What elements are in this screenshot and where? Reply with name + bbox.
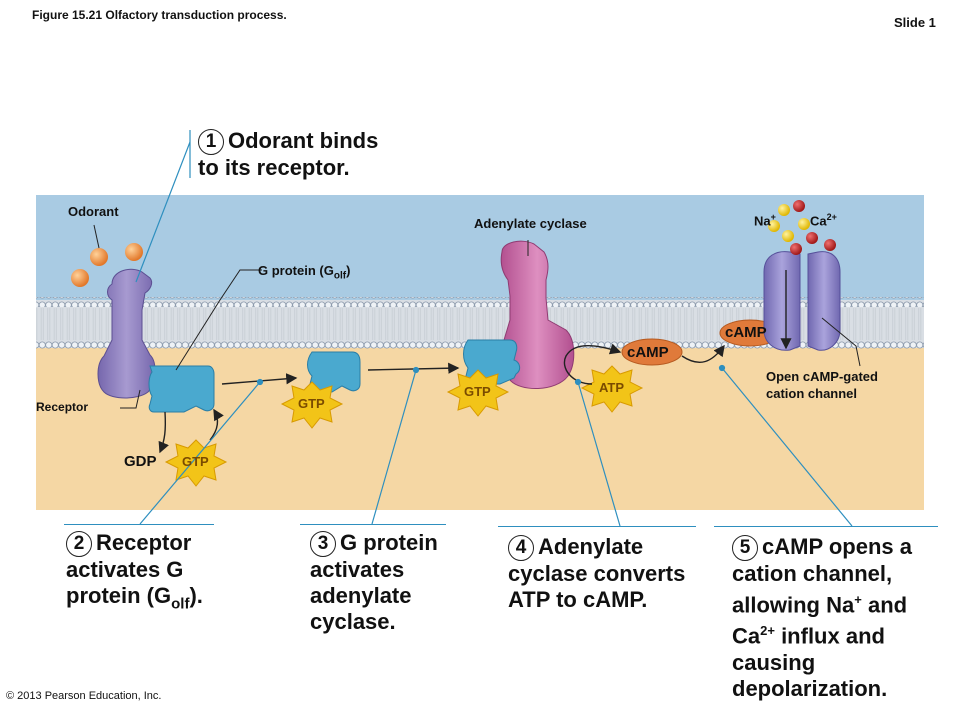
g-protein-label: G protein (Golf) bbox=[258, 263, 351, 282]
step-2-number: 2 bbox=[66, 531, 92, 557]
camp-label-1: cAMP bbox=[627, 344, 669, 361]
atp-badge-star bbox=[580, 365, 644, 413]
step-4-rule bbox=[498, 526, 696, 527]
step-3-rule bbox=[300, 524, 446, 525]
gtp-badge-cyclase-star bbox=[446, 369, 510, 417]
slide-label: Slide 1 bbox=[894, 15, 936, 30]
adenylate-cyclase-label: Adenylate cyclase bbox=[474, 216, 587, 231]
gtp-badge-free: GTP bbox=[182, 454, 209, 469]
step-2-rule bbox=[64, 524, 214, 525]
gtp-badge-cyclase: GTP bbox=[464, 384, 491, 399]
copyright: © 2013 Pearson Education, Inc. bbox=[6, 690, 162, 702]
atp-badge: ATP bbox=[599, 380, 625, 395]
receptor-label: Receptor bbox=[36, 400, 89, 414]
odorant-receptor bbox=[97, 268, 156, 399]
step-3-number: 3 bbox=[310, 531, 336, 557]
adenylate-cyclase bbox=[500, 240, 575, 390]
step-5-rule bbox=[714, 526, 938, 527]
gtp-badge-free-star bbox=[164, 439, 228, 487]
g-protein-at-receptor bbox=[148, 365, 215, 413]
gtp-badge-bound: GTP bbox=[298, 396, 325, 411]
camp-label-2: cAMP bbox=[725, 324, 767, 341]
channel-label: Open cAMP-gated cation channel bbox=[766, 369, 878, 401]
calcium-ion-label: Ca2+ bbox=[810, 212, 837, 229]
odorant-label: Odorant bbox=[68, 204, 119, 219]
camp-gated-channel bbox=[763, 251, 801, 351]
g-protein-free bbox=[307, 351, 361, 393]
step-4-number: 4 bbox=[508, 535, 534, 561]
camp-oval-1 bbox=[621, 338, 683, 366]
gtp-badge-bound-star bbox=[280, 381, 344, 429]
step-5-number: 5 bbox=[732, 535, 758, 561]
sodium-ion-label: Na+ bbox=[754, 212, 776, 229]
step-1-number: 1 bbox=[198, 129, 224, 155]
gdp-label: GDP bbox=[124, 453, 157, 470]
figure-title: Figure 15.21 Olfactory transduction proc… bbox=[32, 8, 287, 22]
ions bbox=[768, 200, 836, 255]
